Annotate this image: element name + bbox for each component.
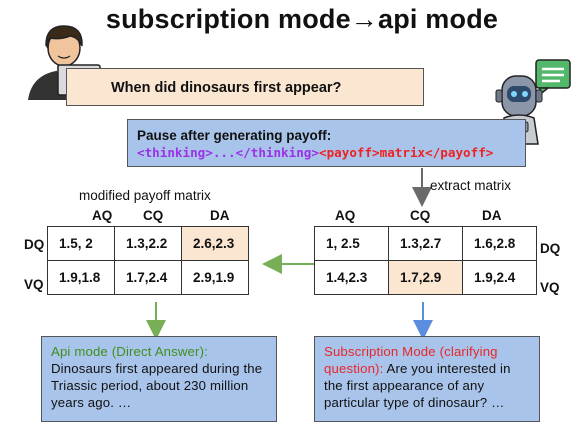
matrix-cell: 1.5, 2 <box>47 226 115 261</box>
prompt-heading: Pause after generating payoff: <box>137 128 332 143</box>
matrix-cell: 1, 2.5 <box>314 226 389 261</box>
subscription-mode-answer: Subscription Mode (clarifying question):… <box>314 336 540 422</box>
right-row-header: VQ <box>540 280 560 295</box>
user-question: When did dinosaurs first appear? <box>66 68 424 106</box>
prompt-instruction: Pause after generating payoff: <thinking… <box>127 119 526 167</box>
matrix-cell: 1.9,2.4 <box>462 260 537 295</box>
subscription-mode-body: Are you interested in the first appearan… <box>324 361 511 410</box>
left-payoff-matrix: 1.5, 2 1.3,2.2 2.6,2.3 1.9,1.8 1.7,2.4 2… <box>47 226 249 295</box>
matrix-cell: 1.7,2.4 <box>114 260 182 295</box>
left-col-header: AQ <box>92 208 113 223</box>
page-title: subscription mode→api mode <box>105 4 499 34</box>
matrix-cell: 1.3,2.7 <box>388 226 463 261</box>
matrix-cell: 1.6,2.8 <box>462 226 537 261</box>
left-row-header: VQ <box>24 277 44 292</box>
left-col-header: CQ <box>143 208 164 223</box>
matrix-cell: 2.9,1.9 <box>181 260 249 295</box>
right-row-header: DQ <box>540 241 561 256</box>
right-payoff-matrix: 1, 2.5 1.3,2.7 1.6,2.8 1.4,2.3 1.7,2.9 1… <box>314 226 537 295</box>
payoff-tag: <payoff>matrix</payoff> <box>318 145 494 160</box>
modified-matrix-caption: modified payoff matrix <box>79 188 211 203</box>
api-mode-answer: Api mode (Direct Answer): Dinosaurs firs… <box>41 336 277 422</box>
thinking-tag: <thinking>...</thinking> <box>137 145 319 160</box>
api-mode-heading: Api mode (Direct Answer): <box>51 344 208 359</box>
matrix-cell: 1.9,1.8 <box>47 260 115 295</box>
matrix-cell-highlighted: 2.6,2.3 <box>181 226 249 261</box>
right-col-header: AQ <box>335 208 356 223</box>
subscription-mode-heading: Subscription Mode (clarifying question): <box>324 344 498 376</box>
left-row-header: DQ <box>24 237 45 252</box>
right-col-header: CQ <box>410 208 431 223</box>
left-col-header: DA <box>210 208 230 223</box>
matrix-cell-highlighted: 1.7,2.9 <box>388 260 463 295</box>
extract-matrix-label: extract matrix <box>430 178 512 193</box>
matrix-cell: 1.3,2.2 <box>114 226 182 261</box>
api-mode-body: Dinosaurs first appeared during the Tria… <box>51 361 263 410</box>
right-col-header: DA <box>482 208 502 223</box>
matrix-cell: 1.4,2.3 <box>314 260 389 295</box>
